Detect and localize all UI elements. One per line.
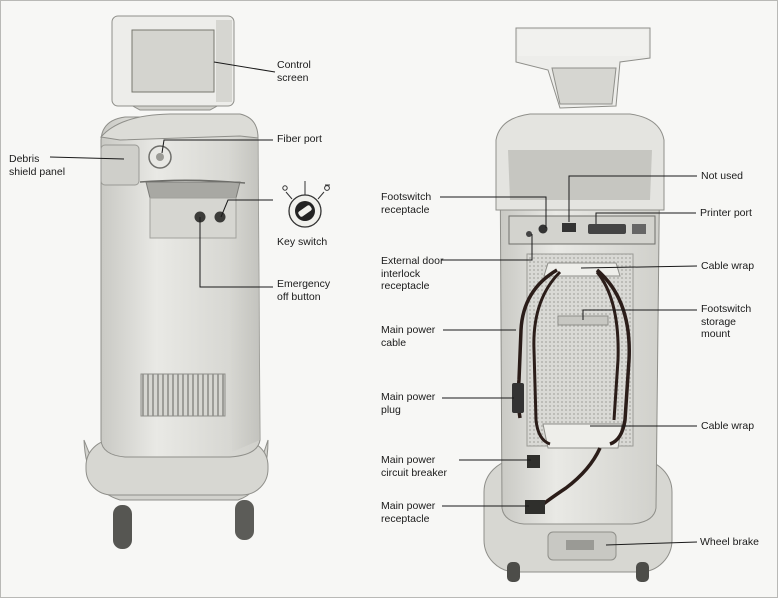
label-line: circuit breaker bbox=[381, 466, 447, 479]
key-switch-detail bbox=[282, 181, 330, 228]
leader-footswitch-receptacle bbox=[440, 196, 547, 228]
leader-door-interlock bbox=[441, 234, 533, 261]
main-power-circuit-breaker bbox=[527, 455, 540, 468]
label-line: receptacle bbox=[381, 512, 430, 525]
label-control-screen: Control screen bbox=[277, 59, 311, 84]
leader-emergency bbox=[199, 217, 273, 288]
rear-monitor bbox=[515, 27, 651, 109]
label-line: Not used bbox=[701, 170, 744, 182]
leader-debris-shield bbox=[49, 156, 125, 160]
debris-shield-panel bbox=[100, 144, 140, 186]
front-wheel-left bbox=[113, 505, 132, 549]
leader-printer-port bbox=[595, 212, 696, 224]
label-line: Printer port bbox=[700, 207, 752, 219]
label-debris-shield-panel: Debris shield panel bbox=[9, 153, 65, 178]
label-line: cable bbox=[381, 336, 407, 349]
label-line: Emergency bbox=[277, 278, 331, 290]
footswitch-receptacle-port bbox=[538, 224, 548, 234]
label-line: plug bbox=[381, 403, 401, 416]
rear-wheel-left bbox=[507, 562, 520, 582]
cable-wrap-bottom bbox=[542, 423, 623, 449]
label-printer-port: Printer port bbox=[700, 207, 752, 220]
label-line: Main power bbox=[381, 324, 436, 336]
unused-port bbox=[562, 223, 576, 232]
label-line: Debris bbox=[9, 153, 40, 165]
label-line: screen bbox=[277, 71, 309, 84]
main-power-receptacle bbox=[525, 500, 545, 514]
leader-key-switch bbox=[220, 199, 273, 218]
label-line: External door bbox=[381, 255, 444, 267]
leader-wheel-brake bbox=[605, 541, 698, 546]
label-cable-wrap-bottom: Cable wrap bbox=[701, 420, 754, 433]
label-footswitch-storage-mount: Footswitch storage mount bbox=[701, 303, 751, 341]
label-key-switch: Key switch bbox=[277, 236, 327, 249]
label-main-power-circuit-breaker: Main power circuit breaker bbox=[381, 454, 447, 479]
rear-wheel-right bbox=[636, 562, 649, 582]
label-footswitch-receptacle: Footswitch receptacle bbox=[381, 191, 431, 216]
label-line: receptacle bbox=[381, 280, 430, 292]
label-line: shield panel bbox=[9, 165, 66, 178]
leader-lines bbox=[49, 61, 698, 546]
label-cable-wrap-top: Cable wrap bbox=[701, 260, 754, 273]
label-line: Main power bbox=[381, 391, 436, 403]
label-line: Cable wrap bbox=[701, 260, 755, 272]
label-line: receptacle bbox=[381, 203, 430, 216]
leader-footswitch-mount bbox=[582, 309, 697, 320]
front-unit bbox=[83, 15, 269, 549]
leader-control-screen bbox=[213, 61, 276, 73]
main-power-plug bbox=[512, 383, 524, 413]
label-not-used: Not used bbox=[701, 170, 743, 183]
label-line: Main power bbox=[381, 500, 436, 512]
label-wheel-brake: Wheel brake bbox=[700, 536, 759, 549]
label-line: Control bbox=[277, 59, 311, 71]
label-fiber-port: Fiber port bbox=[277, 133, 322, 146]
label-line: Key switch bbox=[277, 236, 328, 248]
label-line: off button bbox=[277, 290, 321, 303]
label-external-door-interlock: External door interlock receptacle bbox=[381, 255, 443, 293]
leader-fiber-port bbox=[161, 139, 273, 154]
label-line: interlock bbox=[381, 267, 421, 280]
label-line: Footswitch bbox=[381, 191, 432, 203]
label-line: Cable wrap bbox=[701, 420, 755, 432]
rear-connector-panel bbox=[508, 215, 656, 245]
label-line: storage bbox=[701, 315, 737, 328]
leader-not-used bbox=[568, 175, 697, 222]
front-wheel-right bbox=[235, 500, 254, 540]
label-main-power-cable: Main power cable bbox=[381, 324, 435, 349]
label-line: Footswitch bbox=[701, 303, 752, 315]
label-line: Wheel brake bbox=[700, 536, 759, 548]
label-line: mount bbox=[701, 328, 731, 340]
door-interlock-port bbox=[526, 231, 532, 237]
label-line: Fiber port bbox=[277, 133, 322, 145]
label-line: Main power bbox=[381, 454, 436, 466]
printer-port-connector bbox=[588, 224, 626, 234]
leader-cable-wrap-top bbox=[580, 265, 698, 269]
key-switch-knob bbox=[214, 211, 226, 223]
label-main-power-plug: Main power plug bbox=[381, 391, 435, 416]
rear-unit bbox=[483, 27, 673, 582]
front-vents bbox=[140, 373, 226, 417]
control-screen-monitor bbox=[111, 15, 235, 111]
label-main-power-receptacle: Main power receptacle bbox=[381, 500, 435, 525]
label-emergency-off-button: Emergency off button bbox=[277, 278, 330, 303]
